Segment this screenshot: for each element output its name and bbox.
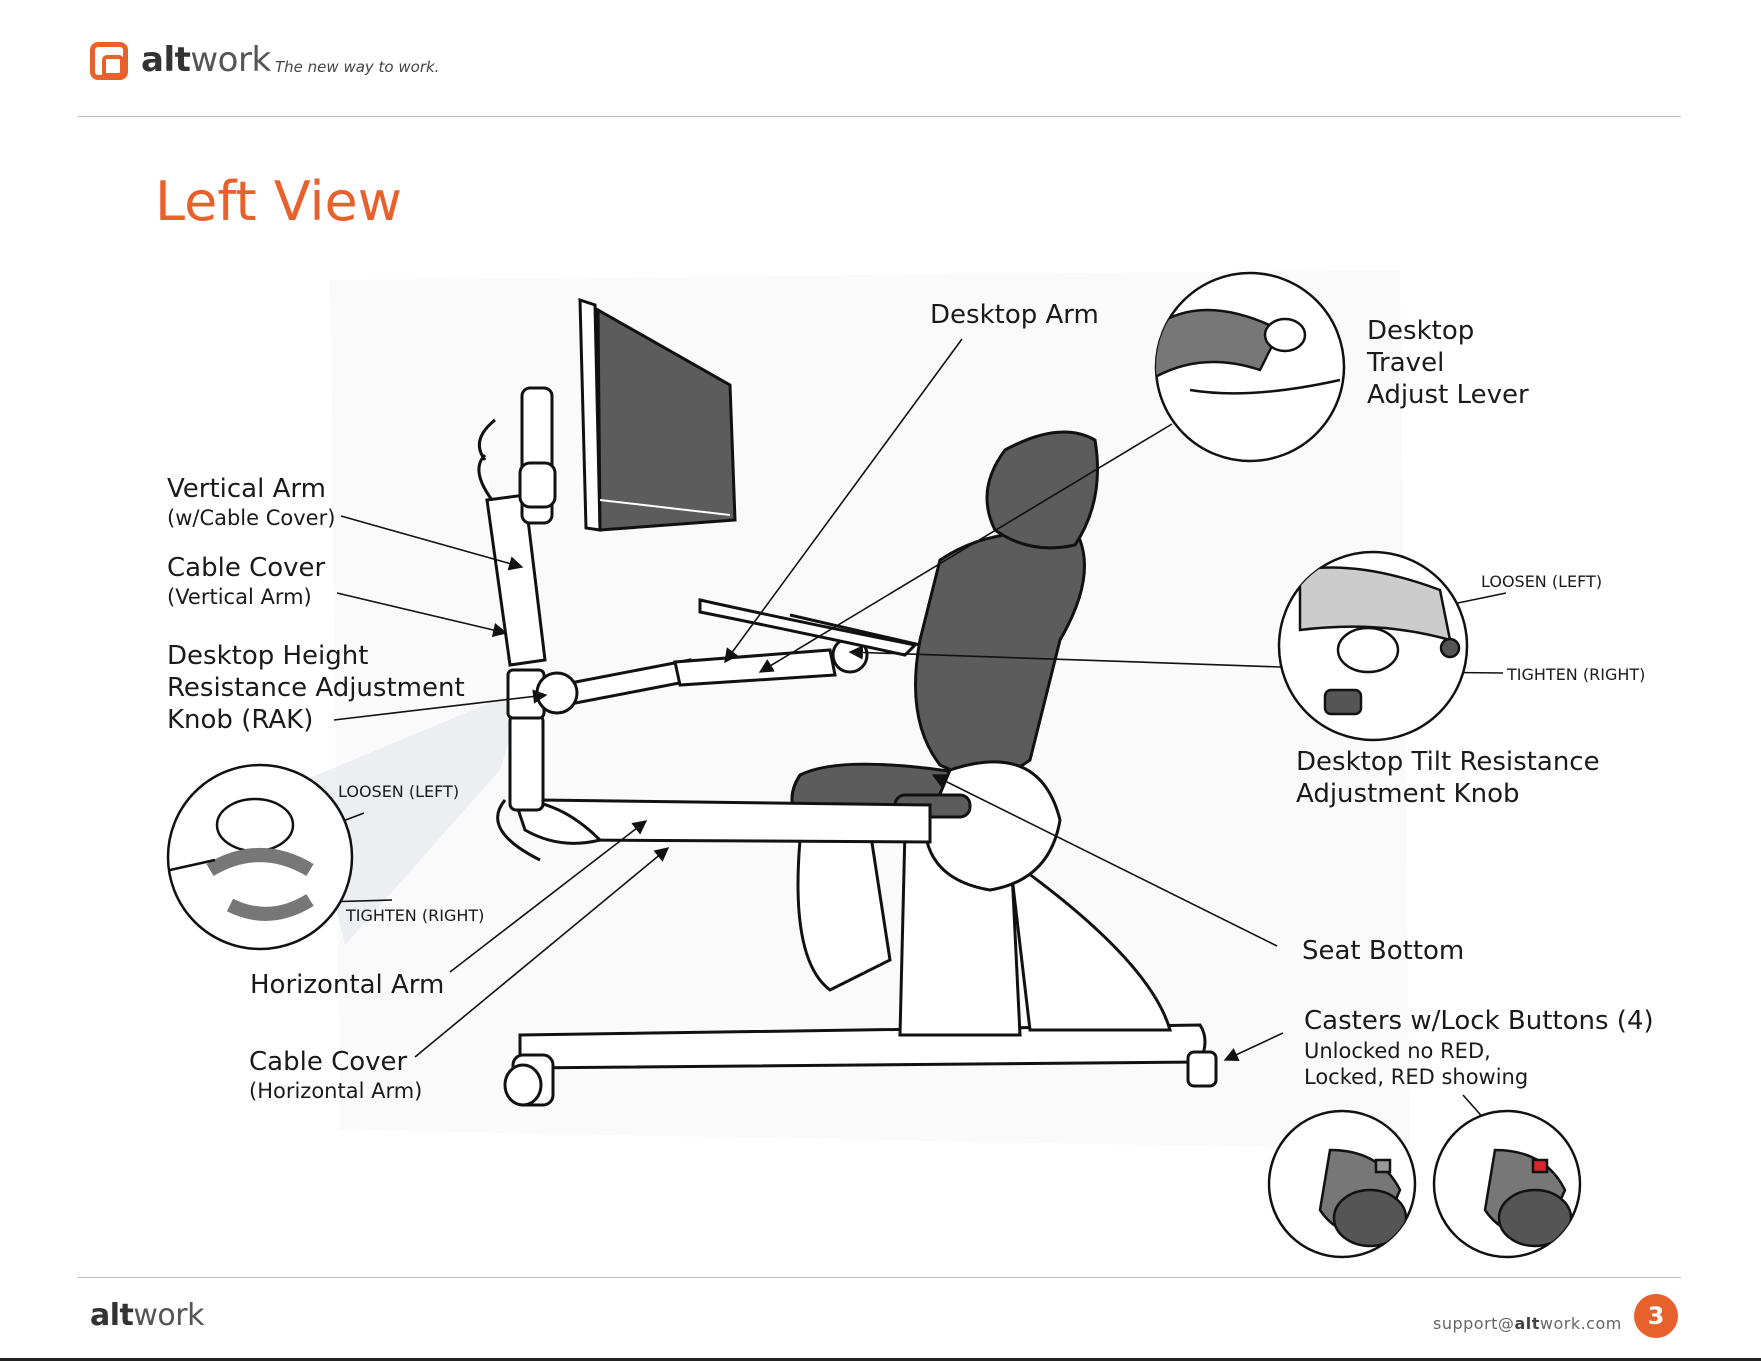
label-cable-cover-vertical: Cable Cover: [167, 552, 325, 584]
label-tighten-right-rak: TIGHTEN (RIGHT): [346, 906, 484, 925]
caster-locked-magnifier: [1434, 1111, 1580, 1257]
label-rak-line2: Resistance Adjustment: [167, 672, 465, 704]
footer-brand: altwork: [90, 1298, 204, 1333]
label-tilt-line2: Adjustment Knob: [1296, 778, 1519, 810]
footer-support-email[interactable]: support@altwork.com: [1433, 1314, 1622, 1333]
tilt-knob-magnifier: [1279, 552, 1467, 740]
footer-divider: [78, 1277, 1681, 1278]
label-vertical-arm-sub: (w/Cable Cover): [167, 505, 335, 531]
label-travel-line3: Adjust Lever: [1367, 379, 1529, 411]
label-travel-line2: Travel: [1367, 347, 1444, 379]
label-seat-bottom: Seat Bottom: [1302, 935, 1464, 967]
rak-magnifier: [168, 765, 352, 949]
caster-unlocked-magnifier: [1269, 1111, 1415, 1257]
label-vertical-arm: Vertical Arm: [167, 473, 326, 505]
label-tighten-right-tilt: TIGHTEN (RIGHT): [1507, 665, 1645, 684]
label-desktop-arm: Desktop Arm: [930, 299, 1099, 331]
label-rak-line1: Desktop Height: [167, 640, 368, 672]
label-loosen-left-tilt: LOOSEN (LEFT): [1481, 572, 1602, 591]
label-rak-line3: Knob (RAK): [167, 704, 313, 736]
label-cable-cover-horizontal: Cable Cover: [249, 1046, 407, 1078]
label-horizontal-arm: Horizontal Arm: [250, 969, 444, 1001]
label-tilt-line1: Desktop Tilt Resistance: [1296, 746, 1600, 778]
label-casters-sub1: Unlocked no RED,: [1304, 1038, 1491, 1064]
label-loosen-left-rak: LOOSEN (LEFT): [338, 782, 459, 801]
horizontal-arm: [515, 800, 930, 843]
label-travel-line1: Desktop: [1367, 315, 1474, 347]
page-number-badge: 3: [1634, 1294, 1678, 1338]
label-cable-cover-horizontal-sub: (Horizontal Arm): [249, 1078, 422, 1104]
label-casters: Casters w/Lock Buttons (4): [1304, 1005, 1654, 1037]
label-casters-sub2: Locked, RED showing: [1304, 1064, 1528, 1090]
label-cable-cover-vertical-sub: (Vertical Arm): [167, 584, 312, 610]
